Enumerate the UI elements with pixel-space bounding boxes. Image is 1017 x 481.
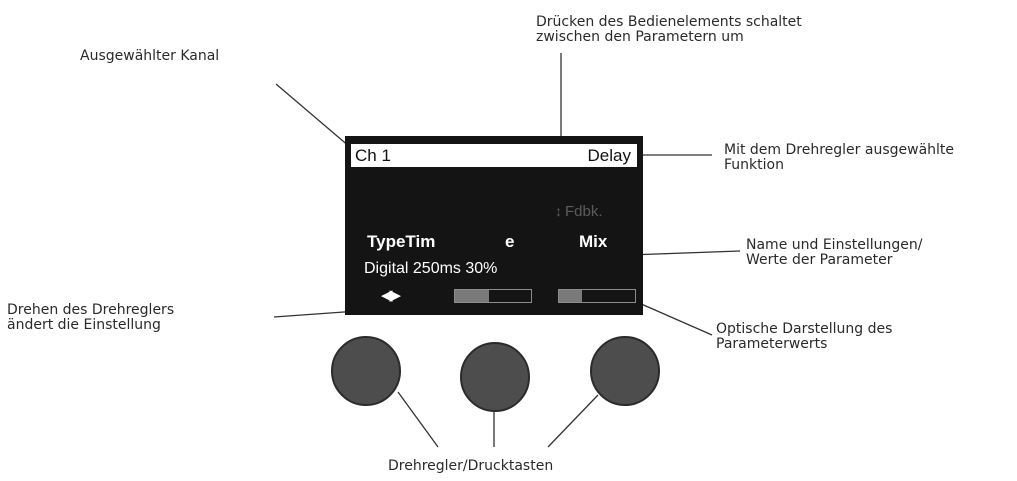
callout-visual-display-line1: Optische Darstellung des <box>716 321 893 337</box>
callout-press-control-line1: Drücken des Bedienelements schaltet <box>536 14 802 30</box>
callout-selected-function: Mit dem Drehregler ausgewählte Funktion <box>724 143 954 173</box>
callout-selected-function-line2: Funktion <box>724 157 784 173</box>
callout-turn-knob-line2: ändert die Einstellung <box>7 317 161 333</box>
callout-param-name-line1: Name und Einstellungen/ <box>746 237 923 253</box>
callout-selected-channel-text: Ausgewählter Kanal <box>80 48 220 64</box>
param-name-mix: Mix <box>579 232 608 251</box>
leader-param-name <box>628 250 741 256</box>
value-bar-mix <box>558 289 636 303</box>
leader-knob-left <box>397 391 439 448</box>
callout-selected-channel: Ausgewählter Kanal <box>80 49 219 64</box>
knob-middle[interactable] <box>460 342 530 412</box>
callout-knobs: Drehregler/Drucktasten <box>388 459 553 474</box>
callout-visual-display: Optische Darstellung des Parameterwerts <box>716 322 892 352</box>
value-bar-time <box>454 289 532 303</box>
leader-selected-channel <box>275 83 358 154</box>
callout-param-name-line2: Werte der Parameter <box>746 252 893 268</box>
channel-label: Ch 1 <box>355 146 391 165</box>
device-display: Ch 1 Delay ↕Fdbk. TypeTim e Mix Digital … <box>345 136 643 315</box>
callout-press-control-line2: zwischen den Parametern um <box>536 29 744 45</box>
param-name-type: TypeTim <box>367 232 436 251</box>
callout-press-control: Drücken des Bedienelements schaltet zwis… <box>536 15 802 45</box>
callout-visual-display-line2: Parameterwerts <box>716 336 828 352</box>
callout-knobs-text: Drehregler/Drucktasten <box>388 458 554 474</box>
leader-visual-display <box>638 302 713 336</box>
hidden-parameter-label: Fdbk. <box>565 203 603 220</box>
display-header-bar: Ch 1 Delay <box>351 144 637 167</box>
left-right-arrow-icon: ◀▶ <box>381 286 401 304</box>
knob-left[interactable] <box>331 336 401 406</box>
leader-knob-right <box>547 394 599 448</box>
callout-selected-function-line1: Mit dem Drehregler ausgewählte <box>724 142 955 158</box>
function-label: Delay <box>587 146 631 165</box>
param-name-time-suffix: e <box>505 232 515 251</box>
callout-param-name: Name und Einstellungen/ Werte der Parame… <box>746 238 922 268</box>
param-values: Digital 250ms 30% <box>364 260 498 277</box>
updown-arrow-icon: ↕ <box>555 203 562 219</box>
callout-turn-knob: Drehen des Drehreglers ändert die Einste… <box>7 303 174 333</box>
callout-turn-knob-line1: Drehen des Drehreglers <box>7 302 175 318</box>
knob-right[interactable] <box>590 336 660 406</box>
value-bar-time-fill <box>455 290 490 302</box>
value-bar-mix-fill <box>559 290 582 302</box>
hidden-parameter: ↕Fdbk. <box>555 203 603 220</box>
